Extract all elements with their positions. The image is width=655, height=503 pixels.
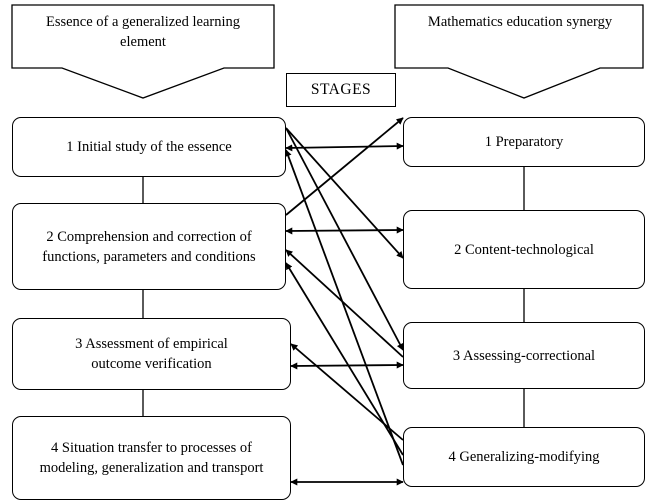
arrow-l2-r2 <box>285 226 404 235</box>
right-stage-4: 4 Generalizing-modifying <box>403 427 645 487</box>
left-stage-4: 4 Situation transfer to processes of mod… <box>12 416 291 500</box>
right-stage-3: 3 Assessing-correctional <box>403 322 645 389</box>
left-stage-1: 1 Initial study of the essence <box>12 117 286 177</box>
arrow-l3-r4 <box>290 343 404 441</box>
arrow-l1-r4 <box>284 149 404 466</box>
arrow-l1-r1 <box>285 142 404 152</box>
left-header-title: Essence of a generalized learning elemen… <box>45 14 241 50</box>
left-stage-3: 3 Assessment of empirical outcome verifi… <box>12 318 291 390</box>
arrow-l1-r2 <box>285 127 404 259</box>
left-header-arrow-shape <box>11 4 275 99</box>
left-stage-2: 2 Comprehension and correction of functi… <box>12 203 286 290</box>
right-stage-1: 1 Preparatory <box>403 117 645 167</box>
right-header-arrow-shape <box>394 4 644 99</box>
arrow-l2-r1 <box>285 117 404 216</box>
right-header-title: Mathematics education synergy <box>427 14 613 30</box>
arrow-l2-r4 <box>285 262 404 456</box>
arrow-l3-r3 <box>290 361 404 370</box>
arrow-l1-r3 <box>285 127 404 351</box>
relation-arrows <box>284 117 404 486</box>
arrow-l2-r3 <box>285 249 404 358</box>
right-stage-2: 2 Content-technological <box>403 210 645 289</box>
stages-label: STAGES <box>286 73 396 107</box>
